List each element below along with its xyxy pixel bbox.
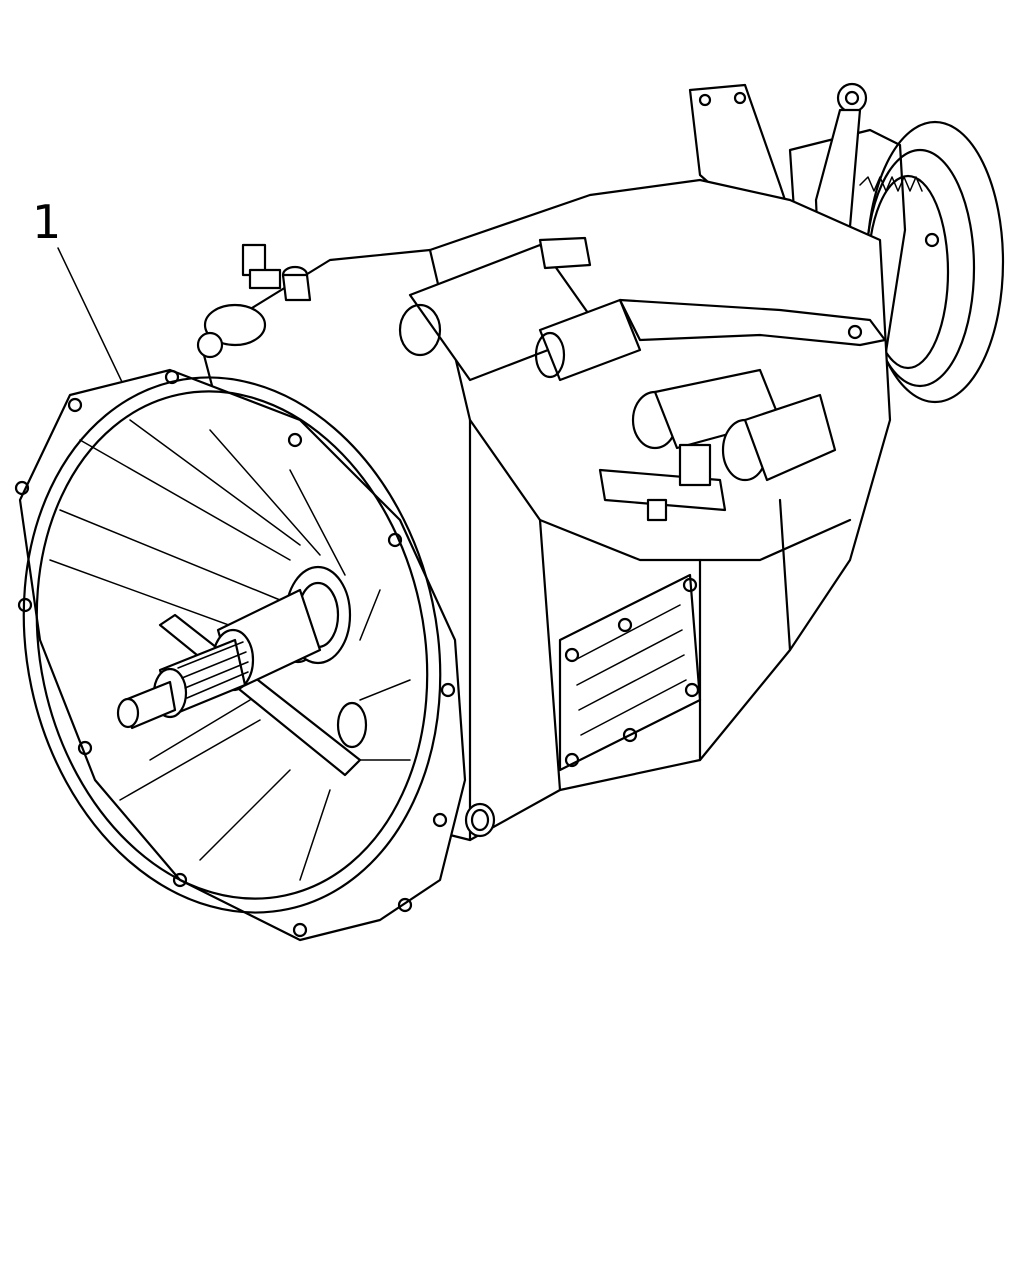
shift-lever-arm [814, 82, 940, 252]
breather-fittings [196, 243, 312, 359]
callout-label-1: 1 [32, 195, 61, 249]
shift-cylinder-front [598, 368, 837, 522]
shift-cylinder-top [398, 236, 642, 382]
callout-leader-line-1 [57, 247, 123, 383]
input-shaft [116, 565, 352, 730]
drain-plug [464, 802, 496, 838]
shift-linkage-plate [618, 298, 887, 347]
side-cover-plate [558, 573, 702, 772]
